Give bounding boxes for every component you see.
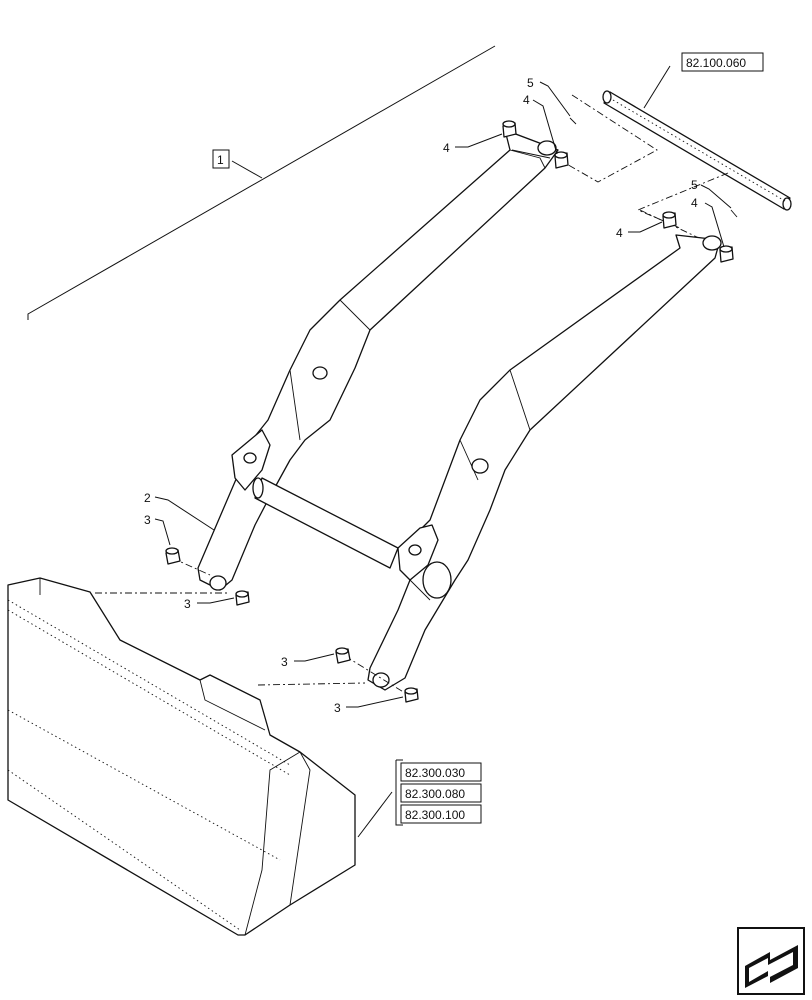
reference-82-100-060: 82.100.060 — [686, 56, 746, 70]
item-3-label-b: 3 — [184, 597, 191, 611]
item-5-label-a: 5 — [527, 76, 534, 90]
loader-arm-left — [197, 129, 559, 591]
item-1-box — [212, 149, 230, 169]
item-3-label-a: 3 — [144, 513, 151, 527]
grease-nipple-5b — [730, 209, 738, 218]
bushing-3a — [165, 547, 181, 565]
reference-82-300-100: 82.300.100 — [405, 808, 465, 822]
item-3-label-d: 3 — [334, 701, 341, 715]
reference-82-300-080-box[interactable]: 82.300.080 — [400, 783, 482, 803]
grease-nipple-5a — [569, 117, 577, 125]
item-1-label: 1 — [217, 153, 224, 167]
reference-bucket-group: 82.300.030 82.300.080 82.300.100 — [400, 762, 482, 824]
bushing-4b — [554, 151, 569, 169]
loader-arm-right — [367, 234, 722, 691]
bushing-3c — [335, 647, 351, 664]
bushing-parts — [165, 117, 738, 703]
assembly-line-1 — [27, 45, 496, 320]
next-page-arrow-icon[interactable] — [737, 927, 805, 995]
item-4-label-d: 4 — [691, 196, 698, 210]
bushing-3d — [404, 687, 419, 703]
item-4-label-c: 4 — [616, 226, 623, 240]
item-4-label-a: 4 — [443, 141, 450, 155]
reference-top[interactable]: 82.100.060 — [681, 52, 764, 72]
item-labels: 1 2 3 3 3 3 4 4 4 4 5 5 — [144, 76, 698, 715]
item-3-label-c: 3 — [281, 655, 288, 669]
item-4-label-b: 4 — [523, 93, 530, 107]
bushing-4a — [502, 120, 517, 138]
reference-82-300-030-box[interactable]: 82.300.030 — [400, 762, 482, 782]
leader-lines — [154, 65, 732, 838]
bushing-4d — [719, 245, 734, 263]
reference-82-300-030: 82.300.030 — [405, 766, 465, 780]
item-2-label: 2 — [144, 491, 151, 505]
bushing-4c — [662, 211, 677, 229]
bushing-3b — [235, 590, 250, 606]
cross-member — [252, 477, 399, 569]
reference-82-300-080: 82.300.080 — [405, 787, 465, 801]
item-5-label-b: 5 — [691, 178, 698, 192]
phantom-lines-top — [564, 94, 729, 249]
reference-82-300-100-box[interactable]: 82.300.100 — [400, 804, 482, 824]
cross-tube-top — [602, 90, 792, 211]
bucket — [7, 577, 356, 936]
